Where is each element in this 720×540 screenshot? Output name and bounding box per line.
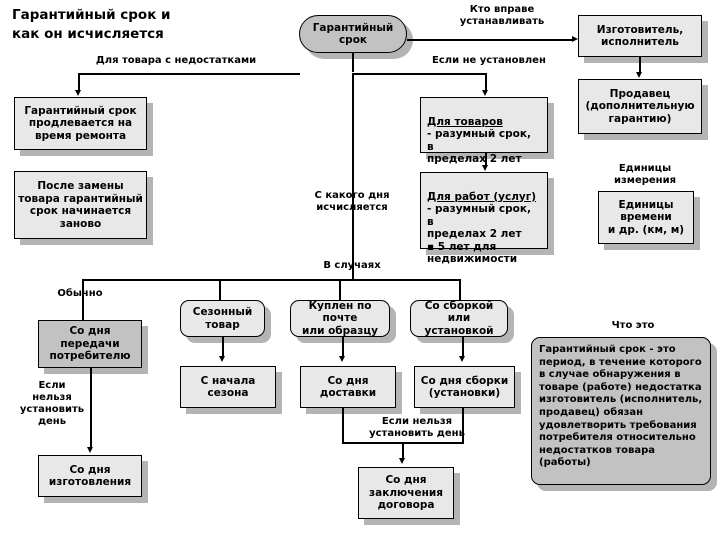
node-definition-label: Гарантийный срок - это период, в течение… (539, 344, 703, 469)
node-definition: Гарантийный срок - это период, в течение… (531, 337, 711, 485)
connector-manufacturer-seller (639, 57, 641, 74)
edge-label-units-of-measure: Единицы измерения (613, 163, 677, 186)
edge-label-in-cases: В случаях (323, 260, 381, 271)
node-from-assembly-label: Со дня сборки (установки) (420, 374, 509, 400)
connector-delivery-merge-v (342, 408, 344, 443)
node-units: Единицы времени и др. (км, м) (598, 191, 694, 244)
node-from-manufacture: Со дня изготовления (38, 455, 142, 497)
node-case-mail-or-sample-label: Куплен по почте или образцу (302, 299, 378, 337)
edge-label-who-may-set: Кто вправе устанавливать (459, 4, 545, 27)
connector-root-forgoods-v (485, 73, 487, 92)
edge-label-usually: Обычно (57, 288, 103, 299)
connector-assembly-fromassembly (462, 337, 464, 358)
node-for-goods-title: Для товаров (427, 115, 503, 128)
root-node-label: Гарантийный срок (312, 21, 394, 47)
node-case-seasonal: Сезонный товар (180, 300, 265, 337)
connector-case-mail-v (339, 279, 341, 300)
connector-seasonal-season-start (222, 337, 224, 358)
node-for-goods: Для товаров - разумный срок, в пределах … (420, 97, 548, 165)
node-from-delivery-label: Со дня доставки (319, 374, 377, 400)
node-case-assembly-label: Со сборкой или установкой (424, 299, 494, 337)
connector-root-down-stub (352, 53, 354, 72)
node-manufacturer: Изготовитель, исполнитель (578, 15, 702, 57)
node-from-season-start: С начала сезона (180, 366, 276, 408)
connector-merge-contract-v (402, 442, 404, 460)
arrow-to-seller (635, 72, 642, 78)
edge-label-what-is-it: Что это (611, 320, 655, 331)
node-from-manufacture-label: Со дня изготовления (48, 463, 132, 489)
node-case-seasonal-label: Сезонный товар (192, 306, 253, 331)
connector-handover-manufacture (90, 368, 92, 449)
page-title: Гарантийный срок и как он исчисляется (12, 7, 171, 42)
node-from-assembly: Со дня сборки (установки) (414, 366, 515, 408)
connector-cases-bus (82, 279, 460, 281)
connector-root-down-main (352, 73, 354, 280)
arrow-to-from-delivery (338, 356, 345, 362)
node-extended-repair-label: Гарантийный срок продлевается на время р… (24, 104, 137, 142)
edge-label-if-day-cannot-be-set-left: Если нельзя установить день (19, 380, 85, 427)
node-case-assembly: Со сборкой или установкой (410, 300, 508, 337)
connector-root-forgoods-h (352, 73, 486, 75)
node-units-label: Единицы времени и др. (км, м) (607, 198, 685, 236)
connector-root-manufacturer-h (407, 39, 574, 41)
connector-root-left-v (78, 73, 80, 92)
node-from-season-start-label: С начала сезона (200, 374, 256, 400)
edge-label-if-day-cannot-be-set-bottom: Если нельзя установить день (369, 416, 465, 439)
edge-label-for-defective-goods: Для товара с недостатками (95, 55, 257, 66)
connector-forgoods-forworks (485, 153, 487, 167)
arrow-to-from-season-start (218, 356, 225, 362)
node-seller-label: Продавец (дополнительную гарантию) (585, 87, 695, 125)
edge-label-from-which-day: С какого дня исчисляется (314, 190, 390, 213)
connector-case-seasonal-v (219, 279, 221, 300)
connector-case-usually-v (82, 279, 84, 320)
arrow-to-for-goods (481, 90, 488, 96)
node-for-goods-body: - разумный срок, в пределах 2 лет (427, 128, 531, 165)
arrow-to-for-works (481, 165, 488, 171)
node-from-contract: Со дня заключения договора (358, 467, 454, 519)
arrow-to-from-manufacture (86, 447, 93, 453)
node-from-handover-label: Со дня передачи потребителю (49, 325, 131, 363)
node-for-works-body: - разумный срок, в пределах 2 лет ▪ 5 ле… (427, 203, 531, 265)
arrow-to-from-assembly (458, 356, 465, 362)
node-from-handover: Со дня передачи потребителю (38, 320, 142, 368)
node-restart-after-replacement: После замены товара гарантийный срок нач… (14, 171, 147, 239)
node-restart-after-replacement-label: После замены товара гарантийный срок нач… (18, 180, 143, 230)
node-for-works: Для работ (услуг) - разумный срок, в пре… (420, 172, 548, 265)
arrow-to-from-contract (398, 458, 405, 464)
connector-case-assembly-v (459, 279, 461, 300)
node-from-delivery: Со дня доставки (300, 366, 396, 408)
connector-root-left-h (78, 73, 300, 75)
node-seller: Продавец (дополнительную гарантию) (578, 79, 702, 134)
arrow-to-extended-repair (74, 90, 81, 96)
node-extended-repair: Гарантийный срок продлевается на время р… (14, 97, 147, 150)
node-from-contract-label: Со дня заключения договора (369, 474, 443, 512)
node-manufacturer-label: Изготовитель, исполнитель (596, 23, 684, 49)
edge-label-if-not-set: Если не установлен (432, 55, 546, 66)
connector-mail-delivery (342, 337, 344, 358)
node-case-mail-or-sample: Куплен по почте или образцу (290, 300, 390, 337)
root-node: Гарантийный срок (299, 15, 407, 53)
node-for-works-title: Для работ (услуг) (427, 190, 537, 203)
connector-assembly-merge-v (462, 408, 464, 443)
arrow-to-manufacturer (572, 35, 578, 42)
